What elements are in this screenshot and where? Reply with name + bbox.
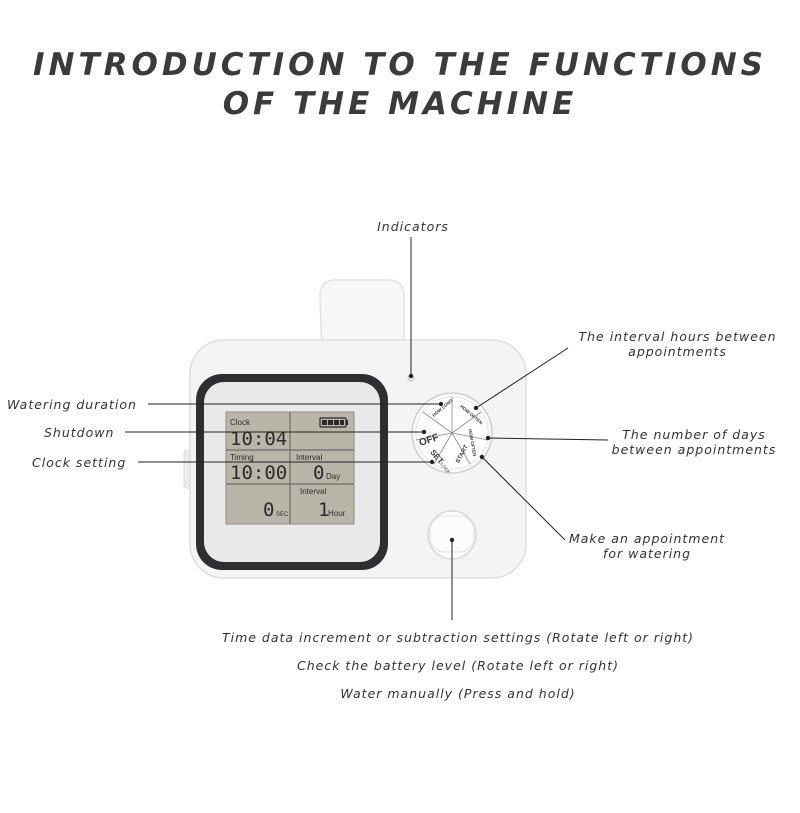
label-days-line-2: between appointments bbox=[611, 442, 777, 457]
lcd-interval-hours-value: 1 bbox=[318, 499, 329, 521]
page-title-line-1: INTRODUCTION TO THE FUNCTIONS bbox=[33, 47, 767, 83]
lcd-interval-days-unit: Day bbox=[326, 472, 340, 481]
label-indicators: Indicators bbox=[377, 219, 449, 234]
label-shutdown: Shutdown bbox=[44, 425, 115, 440]
hanger-loop bbox=[319, 279, 405, 357]
page-title-line-2: OF THE MACHINE bbox=[222, 86, 578, 122]
lcd-interval-label-2: Interval bbox=[300, 487, 326, 496]
mode-dial[interactable]: OFF SET CLOCK START HOW OFTEN HOW OFTEN … bbox=[411, 392, 493, 474]
label-appointment-line-1: Make an appointment bbox=[568, 531, 726, 546]
lcd-duration-value: 0 bbox=[263, 499, 274, 521]
leader-lines bbox=[125, 237, 609, 620]
dial-how-often-days-label: HOW OFTEN bbox=[467, 429, 477, 457]
lcd-timing-value: 10:00 bbox=[230, 462, 287, 484]
label-watering-duration: Watering duration bbox=[7, 397, 137, 412]
leader-dots bbox=[408, 373, 491, 543]
label-appointment-line-2: for watering bbox=[602, 546, 692, 561]
label-interval-hours-line-1: The interval hours between bbox=[578, 329, 777, 344]
lcd-clock-value: 10:04 bbox=[230, 428, 287, 450]
lcd-duration-unit: SEC bbox=[276, 512, 289, 518]
battery-icon bbox=[319, 417, 348, 428]
label-interval-hours-line-2: appointments bbox=[628, 344, 727, 359]
label-days-between: The number of days between appointments bbox=[604, 427, 784, 457]
label-knob-manual: Water manually (Press and hold) bbox=[340, 686, 576, 701]
label-days-line-1: The number of days bbox=[622, 427, 766, 442]
lcd-interval-hours-unit: Hour bbox=[328, 509, 346, 518]
lcd-interval-days-value: 0 bbox=[313, 462, 324, 484]
label-clock-setting: Clock setting bbox=[32, 455, 127, 470]
label-appointment: Make an appointment for watering bbox=[562, 531, 732, 561]
label-interval-hours: The interval hours between appointments bbox=[570, 329, 785, 359]
lcd-interval-label: Interval bbox=[296, 453, 322, 462]
label-knob-battery: Check the battery level (Rotate left or … bbox=[297, 658, 619, 673]
label-knob-increment: Time data increment or subtraction setti… bbox=[221, 630, 695, 645]
lcd-timing-label: Timing bbox=[230, 453, 254, 462]
lcd-clock-label: Clock bbox=[230, 418, 251, 427]
